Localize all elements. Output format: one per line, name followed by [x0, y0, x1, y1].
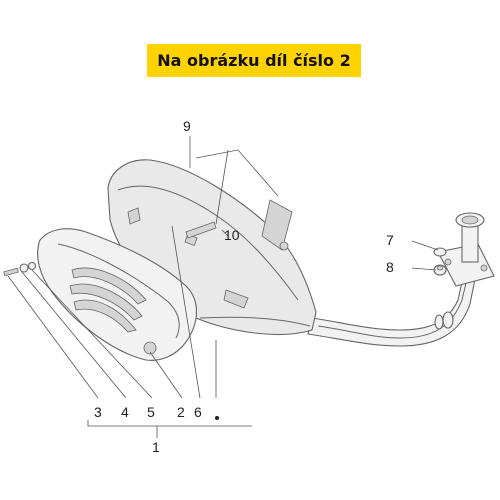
shield-grille [69, 267, 147, 333]
callout-2: 2 [177, 404, 185, 420]
callout-5: 5 [147, 404, 155, 420]
callout-9: 9 [183, 118, 191, 134]
callout-7: 7 [386, 232, 394, 248]
muffler-bracket [261, 199, 293, 251]
pipe-clamp [442, 311, 454, 329]
banner-title: Na obrázku díl číslo 2 [147, 44, 361, 77]
callout-8: 8 [386, 259, 394, 275]
leader-lines [7, 136, 439, 438]
exhaust-pipe [307, 212, 495, 347]
reference-dot [215, 416, 219, 420]
washer-5 [27, 261, 37, 271]
callout-10: 10 [224, 227, 240, 243]
callout-4: 4 [121, 404, 129, 420]
callout-1: 1 [152, 439, 160, 455]
heat-shield [37, 228, 197, 361]
washer-4 [19, 263, 29, 273]
screw-3 [3, 267, 19, 277]
callout-6: 6 [194, 404, 202, 420]
bolt-9 [185, 221, 217, 239]
callout-3: 3 [94, 404, 102, 420]
shield-mount-hole [143, 341, 157, 355]
